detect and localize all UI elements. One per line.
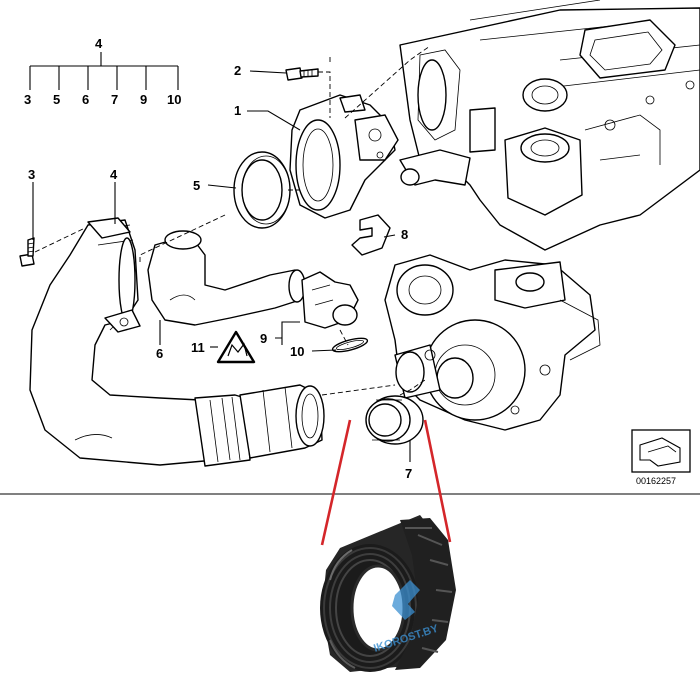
engine-cylinder-head [399,0,700,251]
callout-1: 1 [234,103,241,118]
callout-2: 2 [234,63,241,78]
bolt-3 [19,237,35,267]
callout-10: 10 [290,344,304,359]
callout-5: 5 [193,178,200,193]
clamp-8 [351,214,391,256]
callout-9: 9 [260,331,267,346]
throttle-housing-1 [289,94,399,219]
turbocharger [384,254,601,431]
intake-pipe-4 [29,217,325,467]
intake-hose-6 [147,230,306,326]
connector-9 [301,271,359,329]
leader-lines [29,45,431,462]
watermark-logo [392,580,420,620]
callouts: 4 3 5 6 7 9 10 2 1 3 4 5 8 6 11 9 10 7 [24,36,412,481]
callout-tree-top: 4 [95,36,103,51]
callout-6: 6 [156,346,163,361]
callout-tree-child: 9 [140,92,147,107]
callout-tree-child: 7 [111,92,118,107]
seal-ring-7 [365,395,424,445]
callout-7: 7 [405,466,412,481]
o-ring-10 [331,337,369,353]
callout-tree-child: 10 [167,92,181,107]
warning-label-11 [216,330,256,364]
seal-ring-5 [233,151,291,229]
callout-tree-child: 5 [53,92,60,107]
callout-3: 3 [28,167,35,182]
seal-photo [320,515,456,672]
callout-4: 4 [110,167,118,182]
callout-tree-child: 6 [82,92,89,107]
callout-8: 8 [401,227,408,242]
callout-11: 11 [191,340,205,355]
reference-symbol [631,429,691,473]
callout-tree-child: 3 [24,92,31,107]
highlight-leaders [320,419,452,546]
bolt-2 [285,67,319,81]
diagram-number: 00162257 [636,476,676,486]
